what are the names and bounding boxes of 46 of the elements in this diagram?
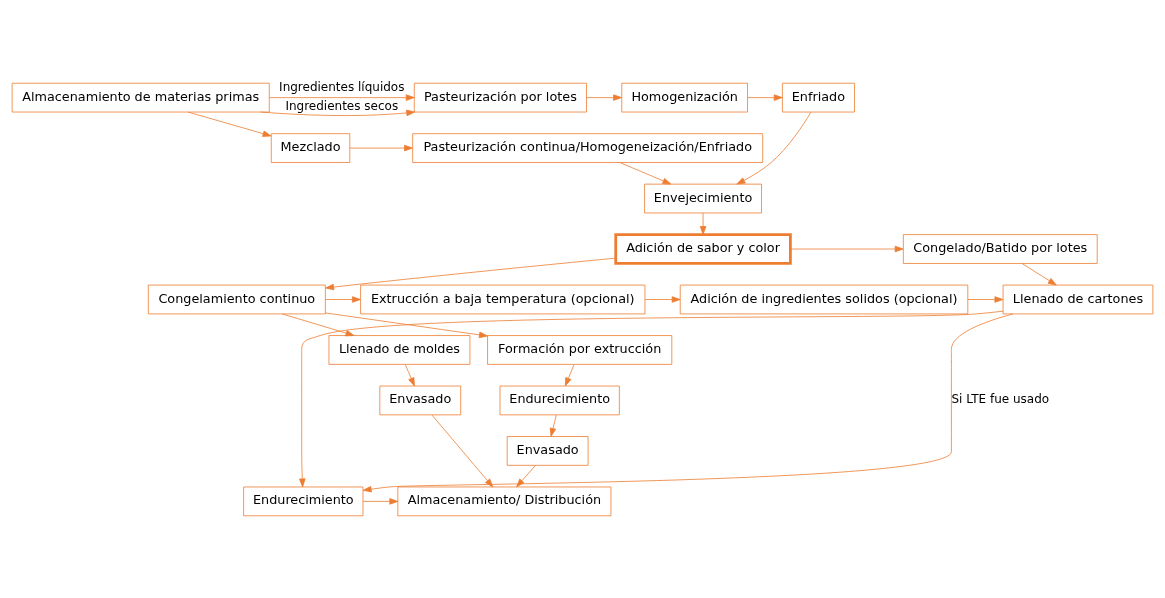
node-box: Envejecimiento [644,183,762,213]
node-box: Endurecimiento [243,486,364,516]
arrow [325,312,488,338]
arrow [431,414,494,487]
node-box: Enfriado [781,82,855,112]
node-box: Llenado de moldes [328,334,471,365]
arrow [699,212,707,235]
node-box: Pasteurización por lotes [413,82,587,112]
arrow [325,295,361,303]
node-box: Almacenamiento de materias primas [11,82,270,112]
arrow [281,313,355,336]
arrow [747,93,783,101]
node-box: Mezclado [270,132,351,163]
arrow [362,497,399,505]
arrow [549,414,557,437]
node-box: Formación por extrucción [487,334,673,365]
arrow [260,109,416,116]
arrow [790,245,904,252]
arrow [325,257,616,290]
node-box: Almacenamiento/ Distribución [397,486,612,516]
arrow [967,295,1004,303]
arrow [1021,262,1057,285]
arrow [516,464,536,487]
arrow [586,93,622,101]
arrow [349,144,413,151]
node-box: Envasado [506,435,589,466]
arrow [404,363,415,386]
arrow [187,111,272,137]
node-box: Adición de sabor y color [614,232,792,265]
arrow [619,161,672,184]
edge-label: Ingredientes secos [285,98,399,113]
node-box: Llenado de cartones [1002,284,1154,314]
edge-label: Ingredientes líquidos [279,79,405,94]
node-box: Envasado [379,385,462,415]
arrow [564,363,575,386]
node-box: Adición de ingredientes solidos (opcional) [679,284,969,314]
node-box: Homogenización [621,82,748,112]
node-box: Congelado/Batido por lotes [902,233,1098,264]
arrow [268,93,415,101]
node-box: Congelamiento continuo [147,284,326,314]
arrow [644,295,681,303]
edge-label: Si LTE fue usado [951,391,1050,406]
node-box: Endurecimiento [499,385,620,415]
node-box: Pasteurización continua/Homogeneización/Enfriado [412,132,764,163]
arrow [736,111,812,184]
node-box: Extrucción a baja temperatura (opcional) [360,284,646,314]
